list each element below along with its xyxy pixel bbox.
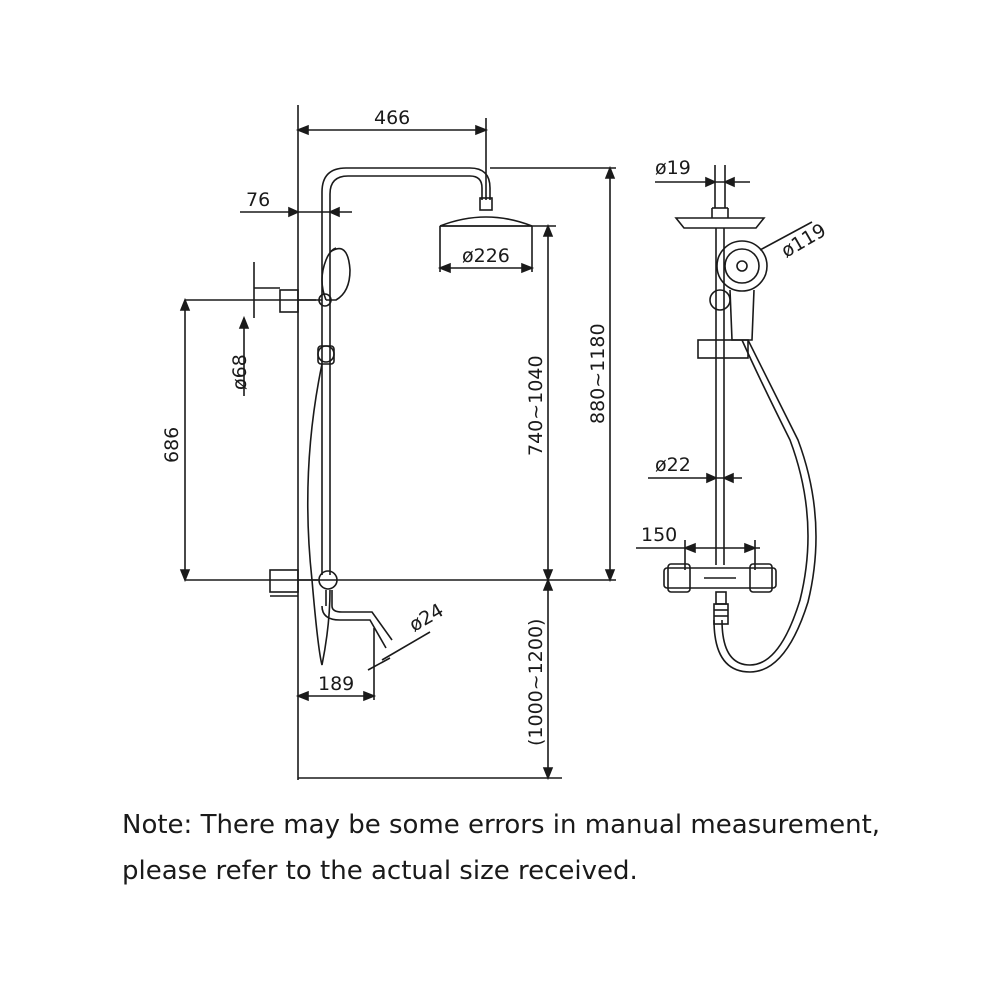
mixer-side xyxy=(269,569,338,606)
slider-knob xyxy=(317,345,335,365)
label-68: ø68 xyxy=(229,354,251,390)
riser-pipe xyxy=(321,167,491,575)
dim-1000-1200: (1000~1200) xyxy=(525,577,554,781)
label-24: ø24 xyxy=(406,599,448,636)
note-line-2: please refer to the actual size received… xyxy=(122,856,638,886)
dim-arm-466: 466 xyxy=(295,107,489,200)
dim-riser-22: ø22 xyxy=(648,454,742,484)
top-bracket: ø68 xyxy=(185,262,332,396)
handset-side xyxy=(321,247,351,301)
label-19: ø19 xyxy=(655,157,691,179)
dim-spout-189: 189 xyxy=(295,673,377,702)
front-riser-top: ø19 xyxy=(655,157,750,208)
dim-valve-150: 150 xyxy=(636,524,760,570)
label-1000-1200: (1000~1200) xyxy=(525,619,547,746)
label-76: 76 xyxy=(246,189,270,211)
label-740-1040: 740~1040 xyxy=(525,355,547,456)
label-150: 150 xyxy=(641,524,677,546)
label-22: ø22 xyxy=(655,454,691,476)
front-hose xyxy=(721,339,809,666)
dim-rail-686: 686 xyxy=(161,297,191,583)
label-466: 466 xyxy=(374,107,410,129)
front-mixer xyxy=(663,563,777,625)
front-handset: ø119 xyxy=(716,219,830,341)
label-880-1180: 880~1180 xyxy=(587,323,609,424)
note-line-1: Note: There may be some errors in manual… xyxy=(122,810,881,840)
front-slider xyxy=(697,289,749,359)
label-686: 686 xyxy=(161,427,183,463)
label-189: 189 xyxy=(318,673,354,695)
label-226: ø226 xyxy=(462,245,510,267)
front-shower-head xyxy=(674,207,766,229)
dim-740-1040: 740~1040 xyxy=(525,223,556,583)
dim-880-1180: 880~1180 xyxy=(490,165,616,583)
shower-head: ø226 xyxy=(437,197,535,274)
hose-side xyxy=(306,363,331,666)
dim-offset-76: 76 xyxy=(240,189,352,218)
front-hose-inner xyxy=(713,339,817,673)
